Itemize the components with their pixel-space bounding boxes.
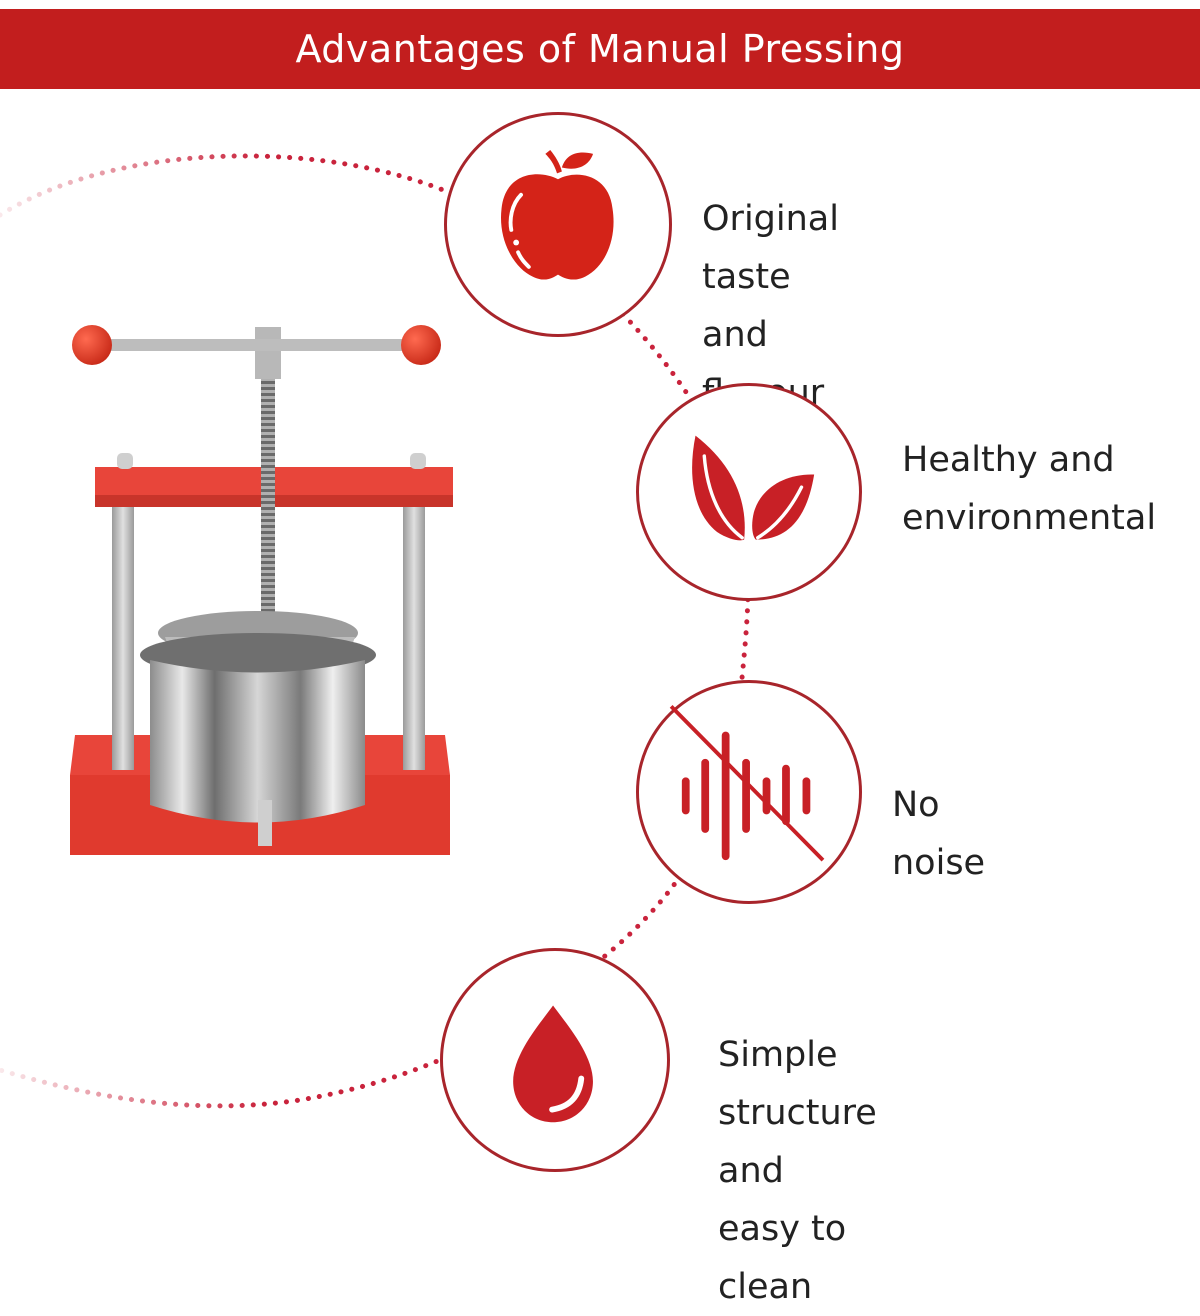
page-title: Advantages of Manual Pressing <box>295 27 905 71</box>
leaves-icon <box>692 435 815 541</box>
water-drop-icon <box>513 1005 593 1123</box>
product-image <box>55 315 465 875</box>
feature-icon-circle <box>440 948 670 1172</box>
feature-icon-circle <box>444 112 672 337</box>
feature-text: No noise <box>892 776 985 892</box>
apple-icon <box>500 150 614 280</box>
feature-text-line: and easy to clean <box>718 1151 847 1307</box>
feature-text: Healthy and environmental <box>902 431 1156 547</box>
feature-text-line: Simple structure <box>718 1035 877 1133</box>
header-banner: Advantages of Manual Pressing <box>0 9 1200 89</box>
feature-text-line: No noise <box>892 785 986 883</box>
feature-text: Simple structure and easy to clean <box>718 1026 877 1316</box>
feature-text-line: environmental <box>902 498 1157 538</box>
feature-icon-circle <box>636 680 862 904</box>
fruit-press-illustration <box>70 325 453 855</box>
feature-text-line: Original taste and flavour <box>702 199 839 413</box>
feature-text-line: Healthy and <box>902 440 1115 480</box>
no-sound-icon <box>669 704 825 862</box>
feature-text: Original taste and flavour <box>702 190 839 422</box>
feature-icon-circle <box>636 383 862 601</box>
